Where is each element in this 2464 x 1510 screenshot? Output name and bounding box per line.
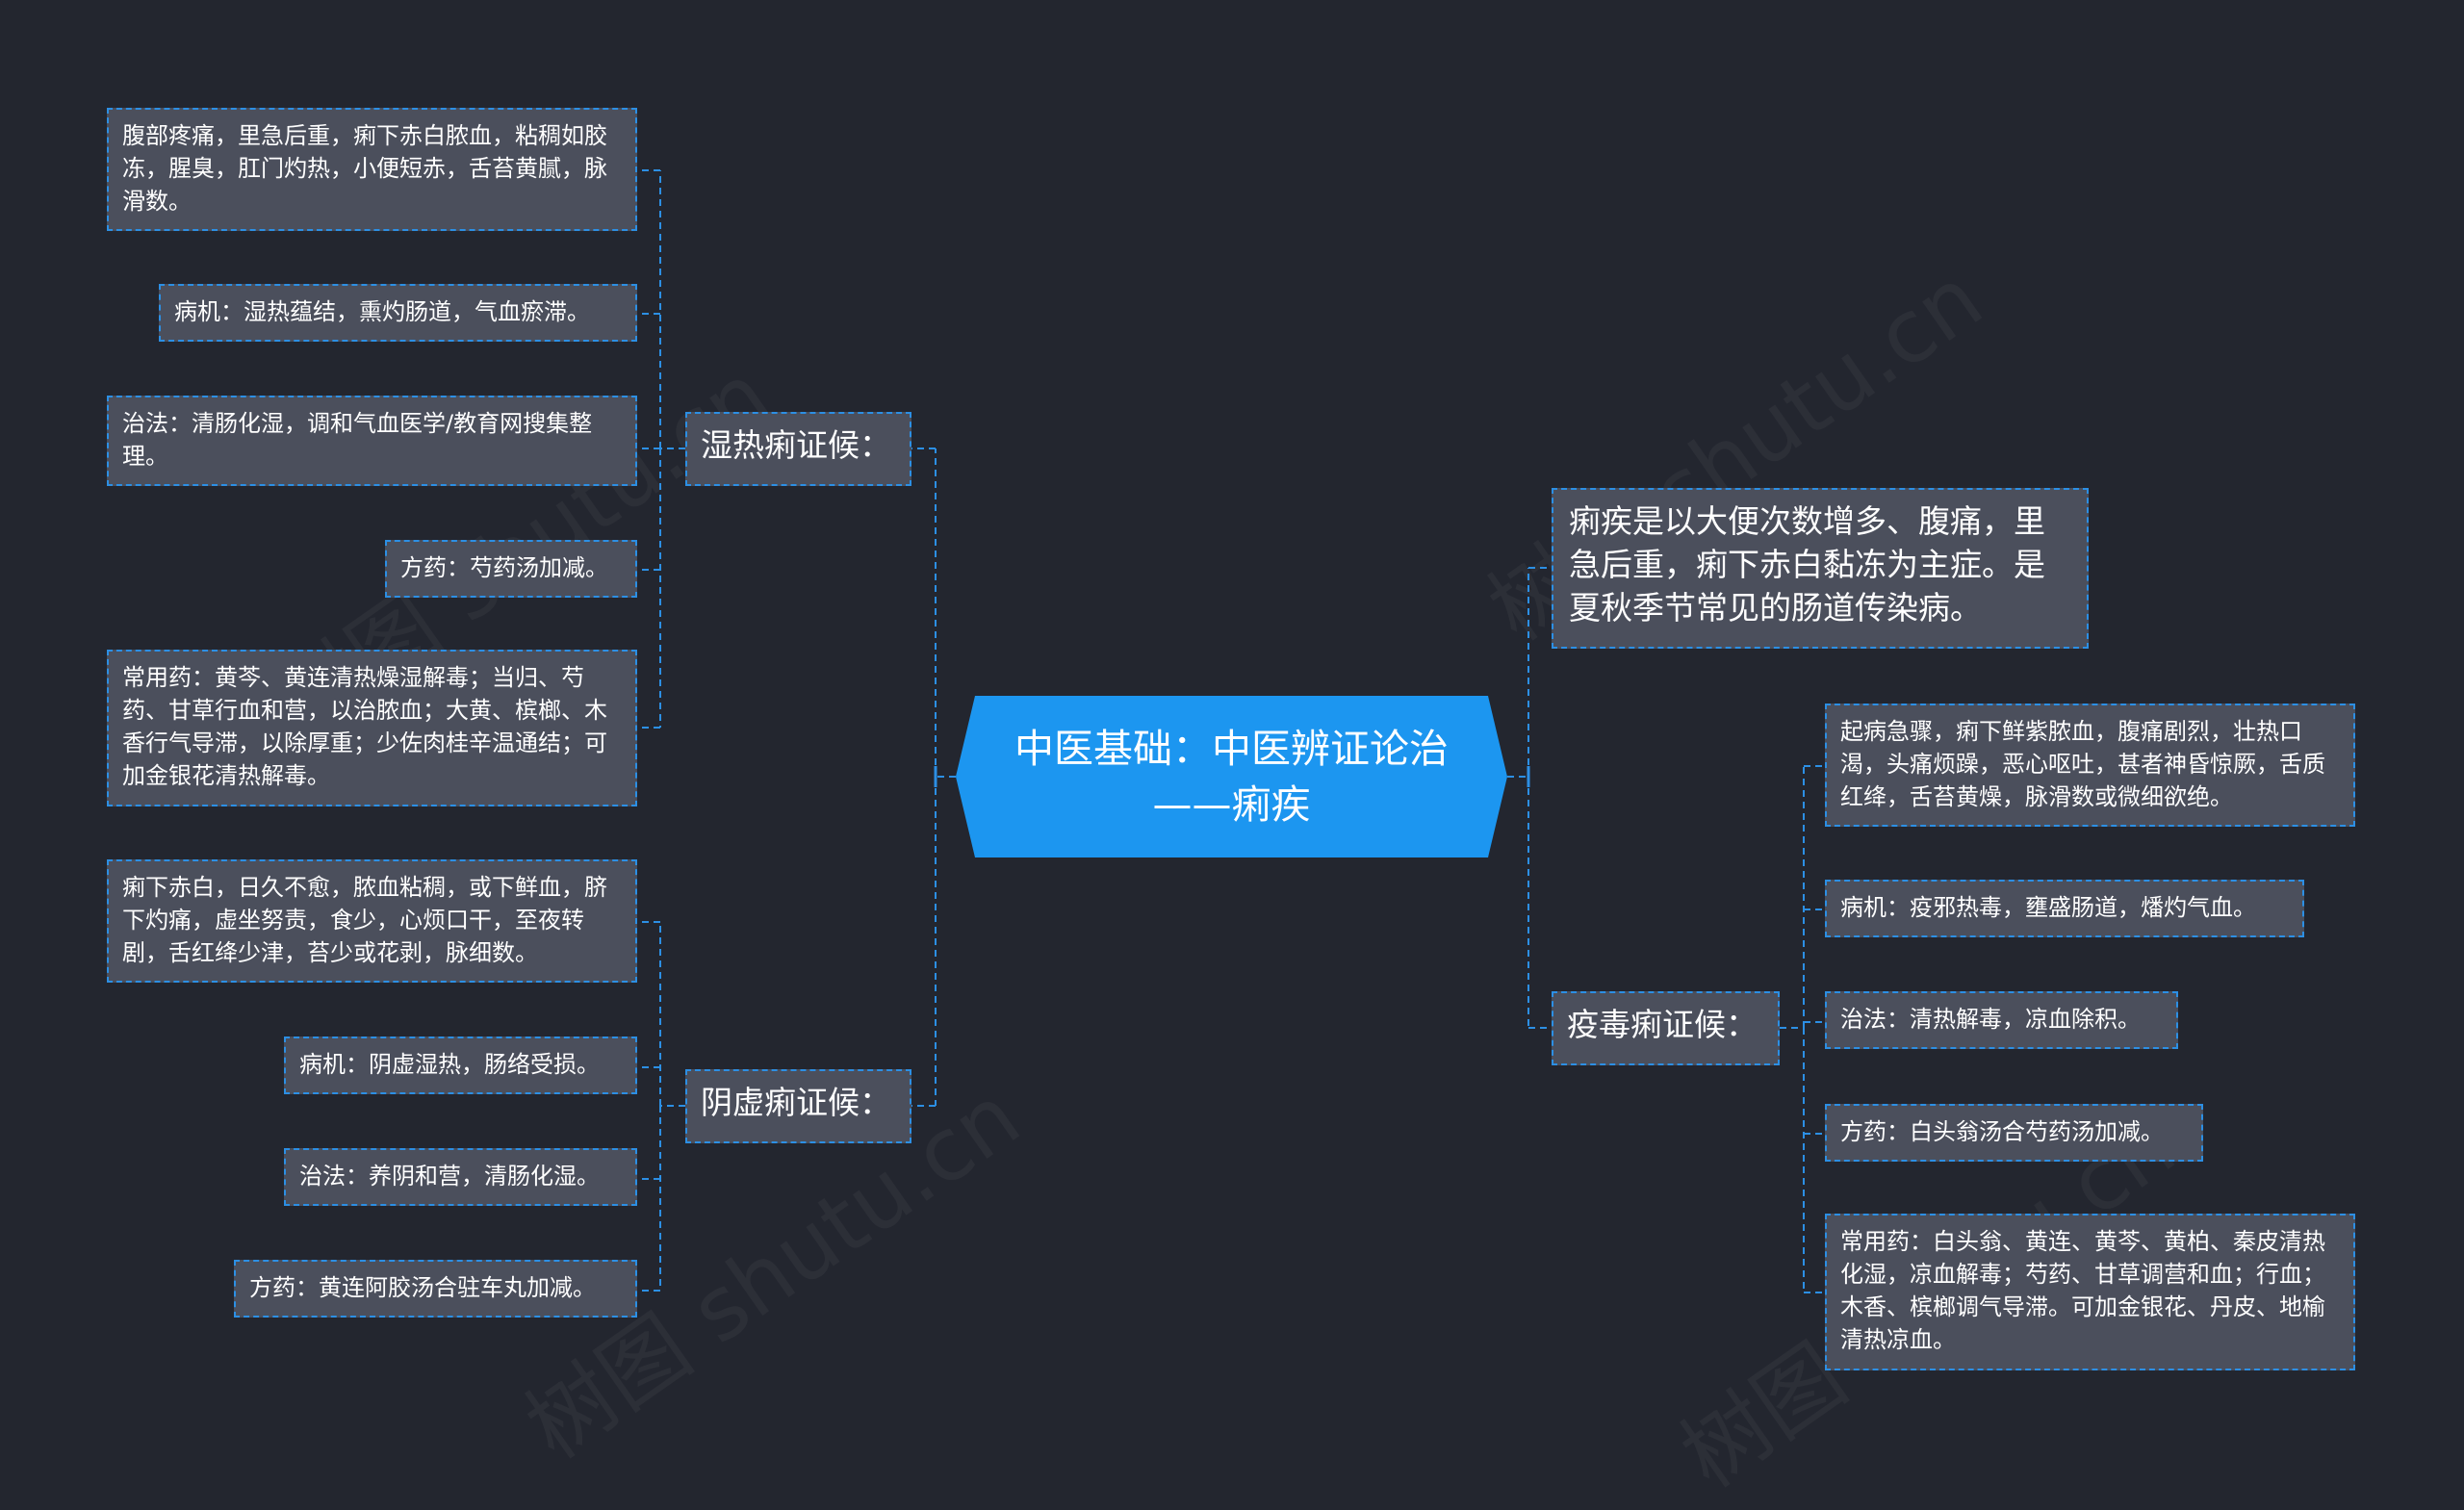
shire-treatment-node[interactable]: 治法：清肠化湿，调和气血医学/教育网搜集整理。 xyxy=(107,396,637,486)
shire-herbs-node[interactable]: 常用药：黄芩、黄连清热燥湿解毒；当归、芍药、甘草行血和营，以治脓血；大黄、槟榔、… xyxy=(107,650,637,806)
branch-shire[interactable]: 湿热痢证候： xyxy=(685,412,911,486)
shire-formula-node[interactable]: 方药：芍药汤加减。 xyxy=(385,540,637,598)
connector-lines xyxy=(637,169,1825,1293)
connector-yidu xyxy=(1780,765,1825,1293)
branch-yinxu[interactable]: 阴虚痢证候： xyxy=(685,1069,911,1143)
yinxu-pathogenesis-node[interactable]: 病机：阴虚湿热，肠络受损。 xyxy=(284,1037,637,1094)
shire-pathogenesis-node[interactable]: 病机：湿热蕴结，熏灼肠道，气血瘀滞。 xyxy=(159,284,637,342)
connector-yinxu xyxy=(637,921,685,1292)
yidu-herbs-node[interactable]: 常用药：白头翁、黄连、黄芩、黄柏、秦皮清热化湿，凉血解毒；芍药、甘草调营和血；行… xyxy=(1825,1214,2355,1370)
connector-shire xyxy=(637,169,685,729)
yinxu-formula-node[interactable]: 方药：黄连阿胶汤合驻车丸加减。 xyxy=(234,1260,637,1318)
connector-root-left xyxy=(911,448,956,1107)
yidu-symptoms-node[interactable]: 起病急骤，痢下鲜紫脓血，腹痛剧烈，壮热口渴，头痛烦躁，恶心呕吐，甚者神昏惊厥，舌… xyxy=(1825,704,2355,827)
yinxu-symptoms-node[interactable]: 痢下赤白，日久不愈，脓血粘稠，或下鲜血，脐下灼痛，虚坐努责，食少，心烦口干，至夜… xyxy=(107,859,637,983)
connector-root-right xyxy=(1507,567,1552,1029)
intro-node[interactable]: 痢疾是以大便次数增多、腹痛，里急后重，痢下赤白黏冻为主症。是夏秋季节常见的肠道传… xyxy=(1552,488,2089,649)
yidu-formula-node[interactable]: 方药：白头翁汤合芍药汤加减。 xyxy=(1825,1104,2203,1162)
yinxu-treatment-node[interactable]: 治法：养阴和营，清肠化湿。 xyxy=(284,1148,637,1206)
yidu-pathogenesis-node[interactable]: 病机：疫邪热毒，壅盛肠道，燔灼气血。 xyxy=(1825,880,2304,937)
root-topic[interactable]: 中医基础：中医辨证论治——痢疾 xyxy=(956,696,1507,857)
mind-map-canvas: 树图 shutu.cn 树图 shutu.cn 树图 shutu.cn 树图 s… xyxy=(107,108,2355,1370)
yidu-treatment-node[interactable]: 治法：清热解毒，凉血除积。 xyxy=(1825,991,2178,1049)
branch-yidu[interactable]: 疫毒痢证候： xyxy=(1552,991,1780,1065)
shire-symptoms-node[interactable]: 腹部疼痛，里急后重，痢下赤白脓血，粘稠如胶冻，腥臭，肛门灼热，小便短赤，舌苔黄腻… xyxy=(107,108,637,231)
